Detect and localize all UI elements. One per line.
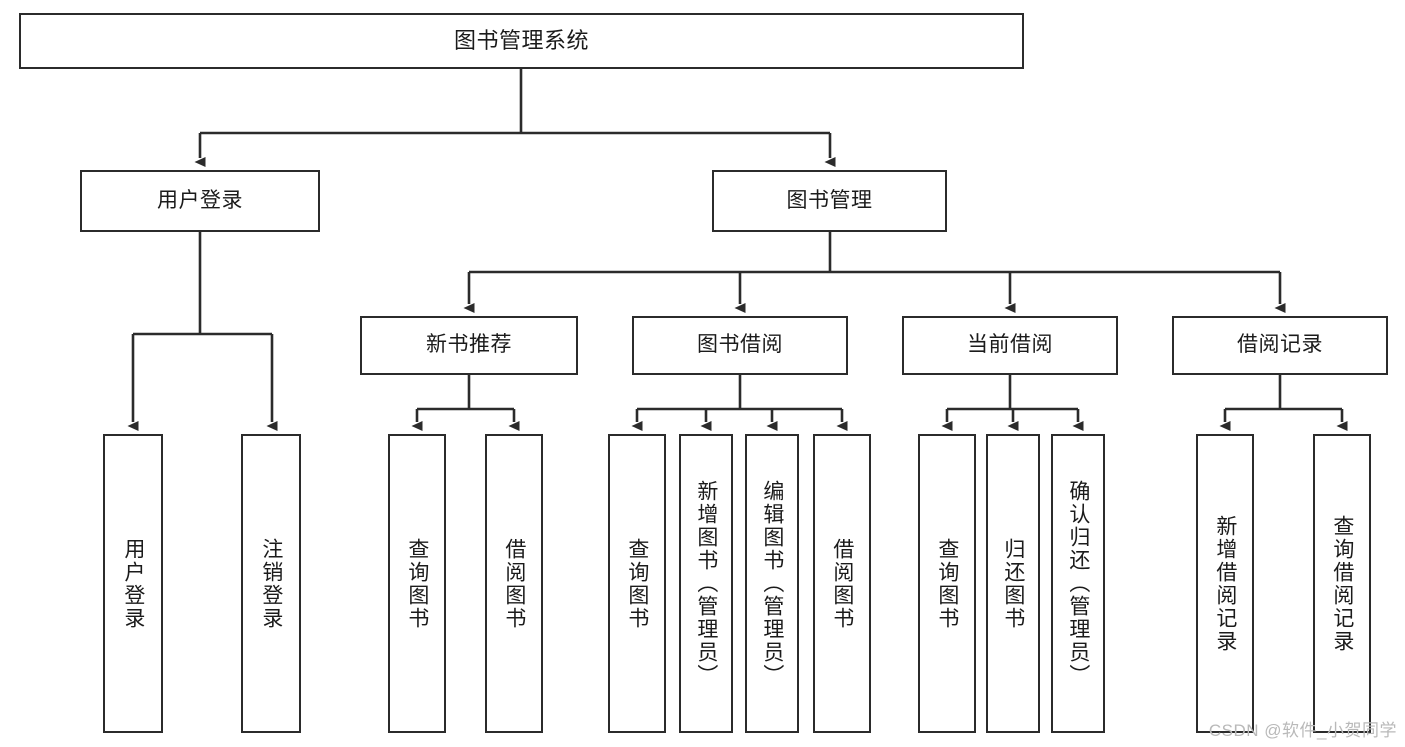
node-leaf-user-login-label: 用户登录 [121, 537, 145, 630]
node-root[interactable]: 图书管理系统 [19, 13, 1024, 69]
node-leaf-query-book-3-label: 查询图书 [935, 537, 959, 630]
node-leaf-borrow-book-2[interactable]: 借阅图书 [813, 434, 871, 733]
node-current-borrow[interactable]: 当前借阅 [902, 316, 1118, 375]
node-user-login-label: 用户登录 [157, 188, 243, 212]
node-leaf-borrow-book-2-label: 借阅图书 [830, 537, 854, 630]
node-user-login[interactable]: 用户登录 [80, 170, 320, 232]
node-leaf-query-book-3[interactable]: 查询图书 [918, 434, 976, 733]
node-book-borrow-label: 图书借阅 [697, 333, 783, 357]
node-new-book-recommend-label: 新书推荐 [426, 333, 512, 357]
node-current-borrow-label: 当前借阅 [967, 333, 1053, 357]
node-leaf-query-record[interactable]: 查询借阅记录 [1313, 434, 1371, 733]
node-leaf-logout-login[interactable]: 注销登录 [241, 434, 301, 733]
node-borrow-record[interactable]: 借阅记录 [1172, 316, 1388, 375]
csdn-watermark: CSDN @软件_小贺同学 [1208, 721, 1397, 740]
node-book-borrow[interactable]: 图书借阅 [632, 316, 848, 375]
node-book-manage[interactable]: 图书管理 [712, 170, 947, 232]
node-leaf-edit-book[interactable]: 编辑图书（管理员） [745, 434, 799, 733]
node-leaf-query-book-1-label: 查询图书 [405, 537, 429, 630]
node-leaf-query-book-1[interactable]: 查询图书 [388, 434, 446, 733]
node-leaf-borrow-book-1[interactable]: 借阅图书 [485, 434, 543, 733]
node-borrow-record-label: 借阅记录 [1237, 333, 1323, 357]
node-leaf-add-book-label: 新增图书（管理员） [694, 480, 718, 687]
node-leaf-query-record-label: 查询借阅记录 [1330, 514, 1354, 653]
node-new-book-recommend[interactable]: 新书推荐 [360, 316, 578, 375]
node-leaf-user-login[interactable]: 用户登录 [103, 434, 163, 733]
node-leaf-add-record-label: 新增借阅记录 [1213, 514, 1237, 653]
node-book-manage-label: 图书管理 [786, 188, 873, 212]
node-leaf-add-book[interactable]: 新增图书（管理员） [679, 434, 733, 733]
node-leaf-confirm-return[interactable]: 确认归还（管理员） [1051, 434, 1105, 733]
node-leaf-add-record[interactable]: 新增借阅记录 [1196, 434, 1254, 733]
node-leaf-return-book-label: 归还图书 [1001, 537, 1025, 630]
node-root-label: 图书管理系统 [453, 28, 589, 54]
node-leaf-edit-book-label: 编辑图书（管理员） [760, 480, 784, 687]
node-leaf-query-book-2-label: 查询图书 [625, 537, 649, 630]
node-leaf-borrow-book-1-label: 借阅图书 [502, 537, 526, 630]
node-leaf-query-book-2[interactable]: 查询图书 [608, 434, 666, 733]
node-leaf-return-book[interactable]: 归还图书 [986, 434, 1040, 733]
node-leaf-logout-login-label: 注销登录 [259, 537, 283, 630]
node-leaf-confirm-return-label: 确认归还（管理员） [1066, 480, 1090, 687]
